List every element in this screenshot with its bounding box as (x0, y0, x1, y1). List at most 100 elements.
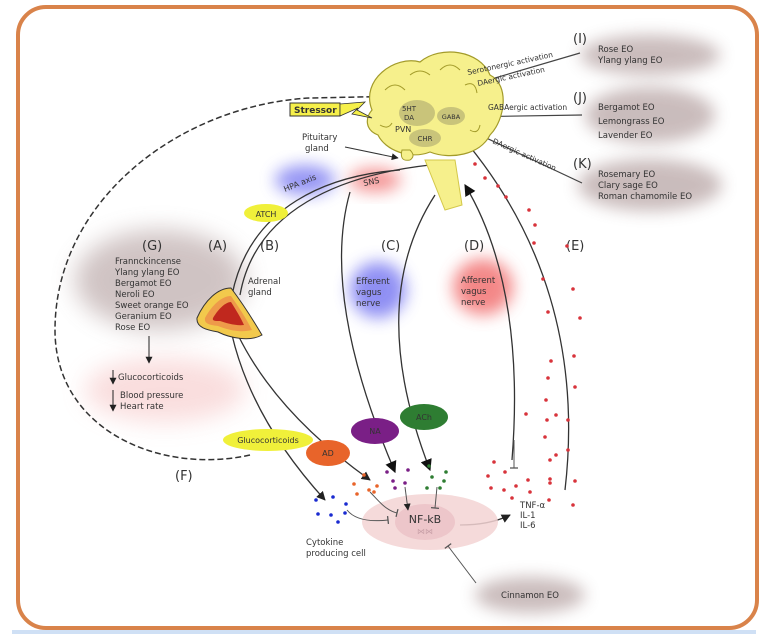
group-K-item: Clary sage EO (598, 181, 658, 191)
molecule-dot (573, 385, 577, 389)
label-K: (K) (573, 157, 592, 172)
efferent-label-2: vagus (356, 288, 382, 298)
molecule-dot (566, 418, 570, 422)
molecule-dot (533, 223, 537, 227)
sns-curve (239, 164, 431, 296)
molecule-dot (544, 398, 548, 402)
molecule-dot (543, 435, 547, 439)
group-G-item: Sweet orange EO (115, 301, 189, 311)
group-G: Frannckincense Ylang ylang EO Bergamot E… (114, 257, 189, 333)
molecule-dot (492, 460, 496, 464)
glow-cinnamon (475, 577, 585, 613)
bottom-strip (12, 630, 756, 634)
stressor-label: Stressor (294, 106, 337, 116)
group-G-item: Bergamot EO (115, 279, 172, 289)
adrenal-label-2: gland (248, 288, 272, 298)
efferent-label-3: nerve (356, 299, 380, 309)
region-chr (409, 129, 441, 147)
cinnamon-label: Cinnamon EO (501, 591, 559, 601)
humoral-E (444, 117, 570, 491)
glucocorticoids-label: Glucocorticoids (237, 436, 299, 445)
effect-glucocorticoids: Glucocorticoids (118, 373, 184, 383)
molecule-dot (403, 481, 407, 485)
group-I-item: Rose EO (598, 45, 633, 55)
group-J-item: Lemongrass EO (598, 117, 665, 127)
ach-oval (400, 404, 448, 430)
molecule-dot (548, 481, 552, 485)
group-J-item: Lavender EO (598, 131, 653, 141)
dna-icon: ⋈⋈ (417, 527, 433, 536)
molecule-dot (524, 412, 528, 416)
label-A: (A) (208, 239, 227, 254)
molecule-dot (483, 176, 487, 180)
label-G: (G) (142, 239, 162, 254)
glow-group-J (585, 87, 715, 143)
molecule-dot (541, 277, 545, 281)
brain (366, 51, 504, 211)
molecule-dot (565, 244, 569, 248)
group-K: Rosemary EO Clary sage EO Roman chamomil… (598, 170, 692, 202)
molecule-dot (375, 484, 379, 488)
molecule-dot (504, 195, 508, 199)
cytokine-il1: IL-1 (520, 511, 536, 521)
stressor-box (289, 101, 373, 119)
molecule-dot (514, 484, 518, 488)
molecule-dot (554, 413, 558, 417)
adrenal-to-ad (237, 334, 371, 481)
pituitary-label-1: Pituitary (302, 133, 337, 143)
ad-oval (306, 440, 350, 466)
molecule-dot (427, 464, 431, 468)
molecule-dot (355, 492, 359, 496)
molecule-dot (385, 470, 389, 474)
molecule-dot (442, 479, 446, 483)
inhibit-ad (369, 491, 399, 518)
pituitary-label-2: gland (305, 144, 329, 154)
molecule-dot (545, 418, 549, 422)
label-B: (B) (260, 239, 279, 254)
afferent-label-3: nerve (461, 298, 485, 308)
molecule-dot (528, 490, 532, 494)
molecule-dot (546, 376, 550, 380)
pituitary-gland (400, 149, 414, 161)
inhibit-glucocorticoid (346, 509, 390, 525)
molecule-dot (510, 496, 514, 500)
group-G-item: Rose EO (115, 323, 150, 333)
ach-label: ACh (416, 413, 432, 422)
group-K-item: Rosemary EO (598, 170, 655, 180)
sns-label: SNS (363, 176, 381, 188)
cell-label-1: Cytokine (306, 538, 343, 548)
molecule-dot (502, 488, 506, 492)
hpa-axis-curve (231, 169, 401, 296)
group-J-item: Bergamot EO (598, 103, 655, 113)
molecule-dot (336, 520, 340, 524)
glucocorticoids-oval (223, 429, 313, 451)
molecule-dot (526, 478, 530, 482)
adrenal-label-1: Adrenal (248, 277, 281, 287)
glow-hpa (275, 165, 335, 195)
region-gaba (437, 107, 465, 125)
effect-blood-pressure: Blood pressure (120, 391, 183, 401)
molecule-dot (331, 495, 335, 499)
molecule-dot (503, 470, 507, 474)
label-F: (F) (175, 469, 193, 484)
region-gaba-label: GABA (442, 113, 461, 121)
molecule-dot (444, 470, 448, 474)
glow-efferent (350, 262, 406, 318)
region-chr-label: CHR (417, 135, 432, 143)
nfkb-label: NF-kB (409, 513, 441, 526)
brain-body (366, 51, 504, 157)
glow-group-G (75, 230, 245, 330)
molecule-dot (473, 162, 477, 166)
molecule-dot (329, 513, 333, 517)
group-G-item: Ylang ylang EO (114, 268, 180, 278)
inhibit-ach (430, 486, 440, 510)
label-I: (I) (573, 32, 587, 47)
molecule-dot (438, 486, 442, 490)
glow-sns (349, 168, 401, 192)
feedback-loop-dashed (54, 90, 412, 461)
molecule-dot (391, 479, 395, 483)
molecule-dot (362, 473, 366, 477)
molecule-dot (547, 498, 551, 502)
background-glows (75, 35, 722, 613)
molecule-dot (578, 316, 582, 320)
